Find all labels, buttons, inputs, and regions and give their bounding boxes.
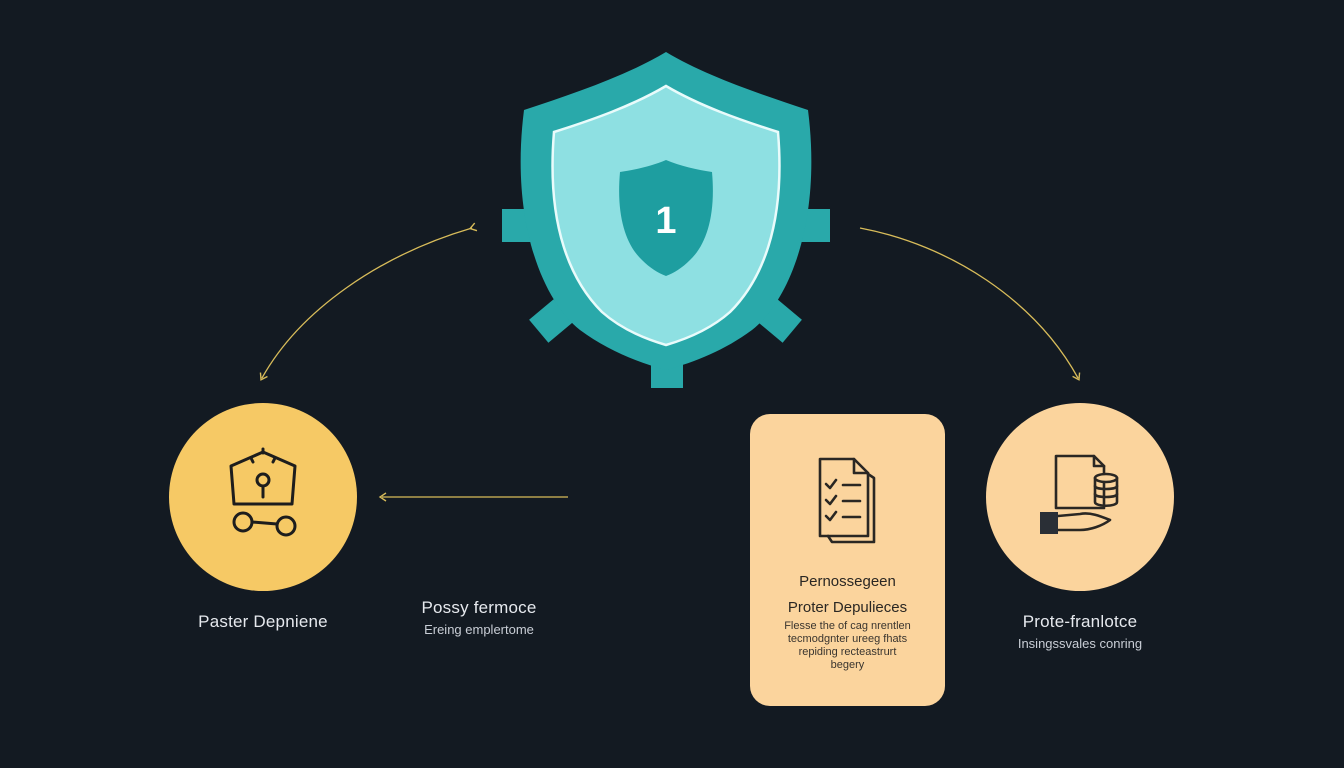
card-body-line1: Flesse the of cag nrentlen [784,620,911,632]
detail-card: Pernossegeen Proter Depulieces Flesse th… [750,414,945,706]
badge-shield-icon [619,160,713,276]
card-body-line4: begery [830,659,865,671]
checklist-document-icon [818,457,876,544]
card-body-line3: repiding recteastrurt [798,646,897,658]
card-title-line1: Pernossegeen [799,573,896,590]
lock-shield-with-handcuffs-icon [229,447,297,537]
badge-number: 1 [655,200,676,242]
hand-cuff-block [1040,512,1058,534]
document-coins-hand-icon [1054,454,1119,532]
left-node-title: Paster Depniene [198,612,328,631]
card-body-line2: tecmodgnter ureeg fhats [787,633,908,645]
middle-subtitle: Ereing emplertome [424,622,534,637]
middle-title: Possy fermoce [421,598,537,617]
card-title-line2: Proter Depulieces [787,599,908,616]
right-node-title: Prote-franlotce [1022,612,1138,631]
right-node-subtitle: Insingssvales conring [1017,636,1143,651]
arrow-hub-to-right [859,227,1081,381]
arrow-hub-to-left [259,222,478,381]
